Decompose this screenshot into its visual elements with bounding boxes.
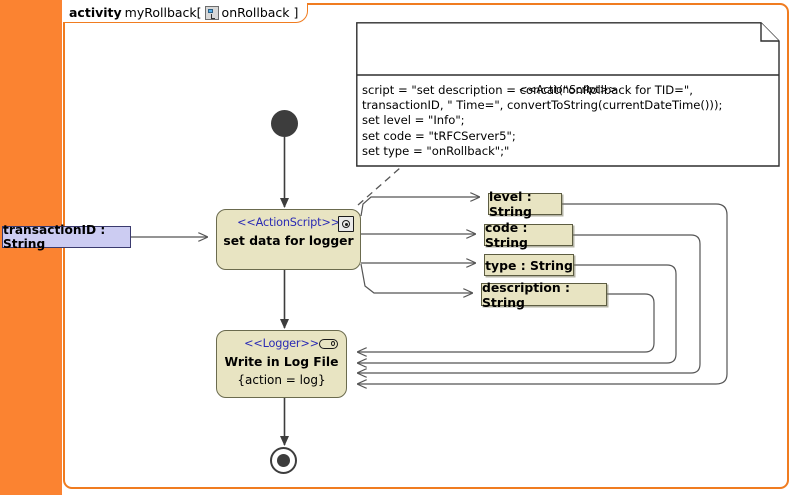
output-pin-type[interactable]: type : String (484, 254, 574, 276)
final-node (270, 447, 297, 474)
frame-keyword: activity (69, 5, 122, 20)
activity-frame-tab: activity myRollback[ onRollback ] (63, 3, 309, 23)
logger-stereotype: <<Logger>> (244, 337, 319, 350)
output-pin-description[interactable]: description : String (481, 280, 607, 310)
initial-node (271, 110, 298, 137)
logger-constraint: {action = log} (237, 373, 326, 387)
logger-label: Write in Log File (224, 355, 339, 369)
frame-event-name: onRollback ] (221, 5, 299, 20)
action-node-set-data-for-logger[interactable]: <<ActionScript>> set data for logger (216, 209, 361, 270)
action-script-note: <<ActionScript>> script = "set descripti… (356, 22, 780, 167)
input-pin-transaction-id[interactable]: transactionID : String (2, 223, 131, 251)
note-script-text: script = "set description = concat("onRo… (362, 83, 723, 158)
output-pin-level[interactable]: level : String (488, 189, 562, 219)
pill-toggle-icon[interactable] (319, 339, 338, 349)
event-icon (204, 5, 219, 20)
action-node-write-in-log-file[interactable]: <<Logger>> Write in Log File {action = l… (216, 330, 347, 398)
frame-name: myRollback[ (124, 5, 202, 20)
set-data-stereotype: <<ActionScript>> (237, 216, 340, 229)
set-data-label: set data for logger (223, 234, 354, 248)
output-pin-code[interactable]: code : String (484, 220, 573, 250)
script-gear-icon[interactable] (338, 216, 354, 232)
note-stereotype: <<ActionScript>> (518, 84, 618, 96)
